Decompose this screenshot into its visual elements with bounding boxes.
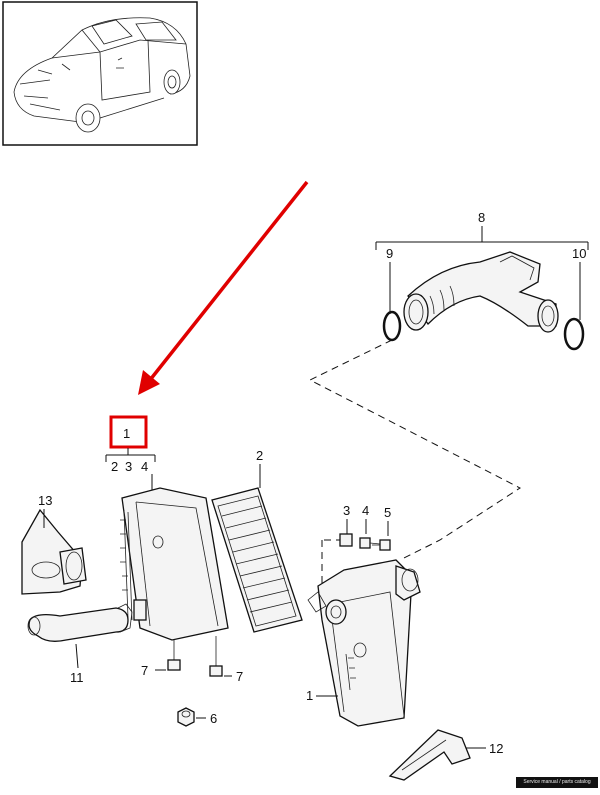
- label-7b: 7: [236, 669, 243, 684]
- sublabel-2: 2: [111, 459, 118, 474]
- intake-duct-8: [403, 251, 559, 333]
- highlight-arrow: [138, 180, 309, 395]
- nut-6: [177, 707, 195, 727]
- car-illustration: [13, 17, 191, 133]
- label-10: 10: [572, 246, 586, 261]
- clamp-10: [563, 317, 585, 351]
- highlight-box: [109, 415, 148, 449]
- vehicle-thumbnail: [2, 1, 198, 146]
- grommet-3: [339, 533, 353, 547]
- label-6: 6: [210, 711, 217, 726]
- label-3: 3: [343, 503, 350, 518]
- grommet-7b: [209, 636, 223, 677]
- air-guide-13: [21, 508, 87, 595]
- intake-hose: [27, 603, 133, 642]
- assembly-bracket-8: [375, 226, 589, 250]
- bolt-5: [372, 539, 391, 551]
- label-4: 4: [362, 503, 369, 518]
- label-9: 9: [386, 246, 393, 261]
- label-13: 13: [38, 493, 52, 508]
- assembly-bracket-1: [105, 448, 156, 462]
- bracket-12: [388, 729, 471, 781]
- leader-11: [75, 643, 79, 669]
- label-5: 5: [384, 505, 391, 520]
- label-2-filter-element: 2: [256, 448, 263, 463]
- label-12: 12: [489, 741, 503, 756]
- label-8: 8: [478, 210, 485, 225]
- label-7a: 7: [141, 663, 148, 678]
- label-1-housing: 1: [306, 688, 313, 703]
- grommet-7a: [167, 640, 181, 671]
- sublabel-3: 3: [125, 459, 132, 474]
- label-11: 11: [70, 670, 84, 685]
- connection-lines: [308, 339, 521, 586]
- sublabel-4: 4: [141, 459, 148, 474]
- air-filter-housing-lower: [120, 487, 229, 641]
- filter-element: [211, 487, 303, 633]
- label-1-air-filter-assembly: 1: [123, 426, 130, 441]
- air-filter-housing-upper: [307, 559, 421, 727]
- clamp-9: [382, 310, 402, 342]
- watermark-stamp: Service manual / parts catalog: [516, 777, 598, 788]
- screw-4: [359, 537, 381, 549]
